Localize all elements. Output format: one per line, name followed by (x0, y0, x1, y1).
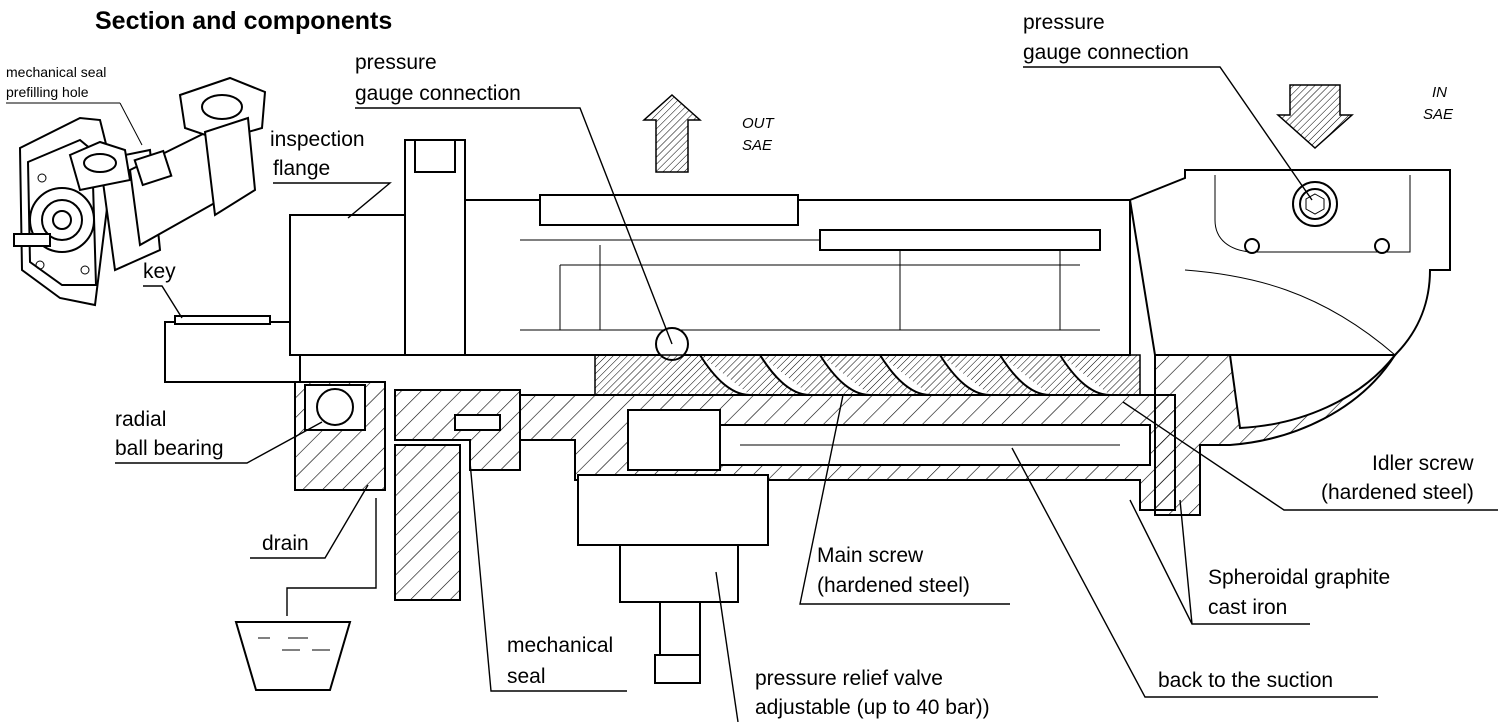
leader-line (119, 102, 143, 146)
drain-leader (250, 484, 369, 559)
main-screw-label-1: Main screw (817, 544, 924, 567)
in-label-1: IN (1432, 84, 1447, 101)
mechanical-seal-leader (469, 461, 627, 692)
relief-valve-label-1: pressure relief valve (755, 667, 943, 690)
bearing-leader (115, 421, 323, 464)
radial-ball-bearing-label-2: ball bearing (115, 437, 224, 460)
pump-body (164, 139, 1451, 684)
pressure-gauge-right-leader (1023, 66, 1313, 201)
inspection-flange-label-1: inspection (270, 128, 365, 151)
key-label: key (143, 260, 176, 283)
relief-valve-label-2: adjustable (up to 40 bar)) (755, 696, 990, 719)
inspection-flange-label-2: flange (273, 157, 330, 180)
idler-screw-label-1: Idler screw (1372, 452, 1474, 475)
mechanical-seal-label-2: seal (507, 665, 546, 688)
inspection-flange-leader (273, 182, 392, 219)
back-to-suction-leader (1011, 447, 1378, 698)
mech-seal-prefill-label-1: mechanical seal (6, 64, 106, 80)
pressure-gauge-left-label-1: pressure (355, 51, 437, 74)
relief-valve-leader (715, 571, 739, 722)
arrow-up-icon (642, 93, 702, 173)
pressure-gauge-right-label-2: gauge connection (1023, 41, 1189, 64)
shaft-key (174, 315, 271, 325)
cast-iron-leader-2 (1179, 499, 1193, 625)
pressure-gauge-right-label-1: pressure (1023, 11, 1105, 34)
key-leader (143, 285, 183, 319)
pump-illustration (13, 76, 267, 307)
drain-label: drain (262, 532, 309, 555)
back-to-suction-label: back to the suction (1158, 669, 1333, 692)
pressure-gauge-left-label-2: gauge connection (355, 82, 521, 105)
out-label-1: OUT (742, 115, 776, 132)
arrow-down-icon (1276, 84, 1354, 150)
idler-screw-label-2: (hardened steel) (1321, 481, 1474, 504)
main-screw-label-2: (hardened steel) (817, 574, 970, 597)
pressure-gauge-left-leader (355, 107, 673, 345)
diagram-title: Section and components (95, 7, 392, 35)
main-screw-leader (799, 394, 1010, 605)
cast-iron-label-1: Spheroidal graphite (1208, 566, 1390, 589)
mechanical-seal-label-1: mechanical (507, 634, 613, 657)
radial-ball-bearing-label-1: radial (115, 408, 166, 431)
idler-screw-leader (1122, 401, 1498, 511)
mech-seal-prefill-label-2: prefilling hole (6, 84, 89, 100)
out-label-2: SAE (742, 137, 773, 154)
drain-tank-icon (234, 498, 377, 691)
main-screw-threads (699, 354, 1111, 396)
in-label-2: SAE (1423, 106, 1454, 123)
cast-iron-label-2: cast iron (1208, 596, 1287, 619)
